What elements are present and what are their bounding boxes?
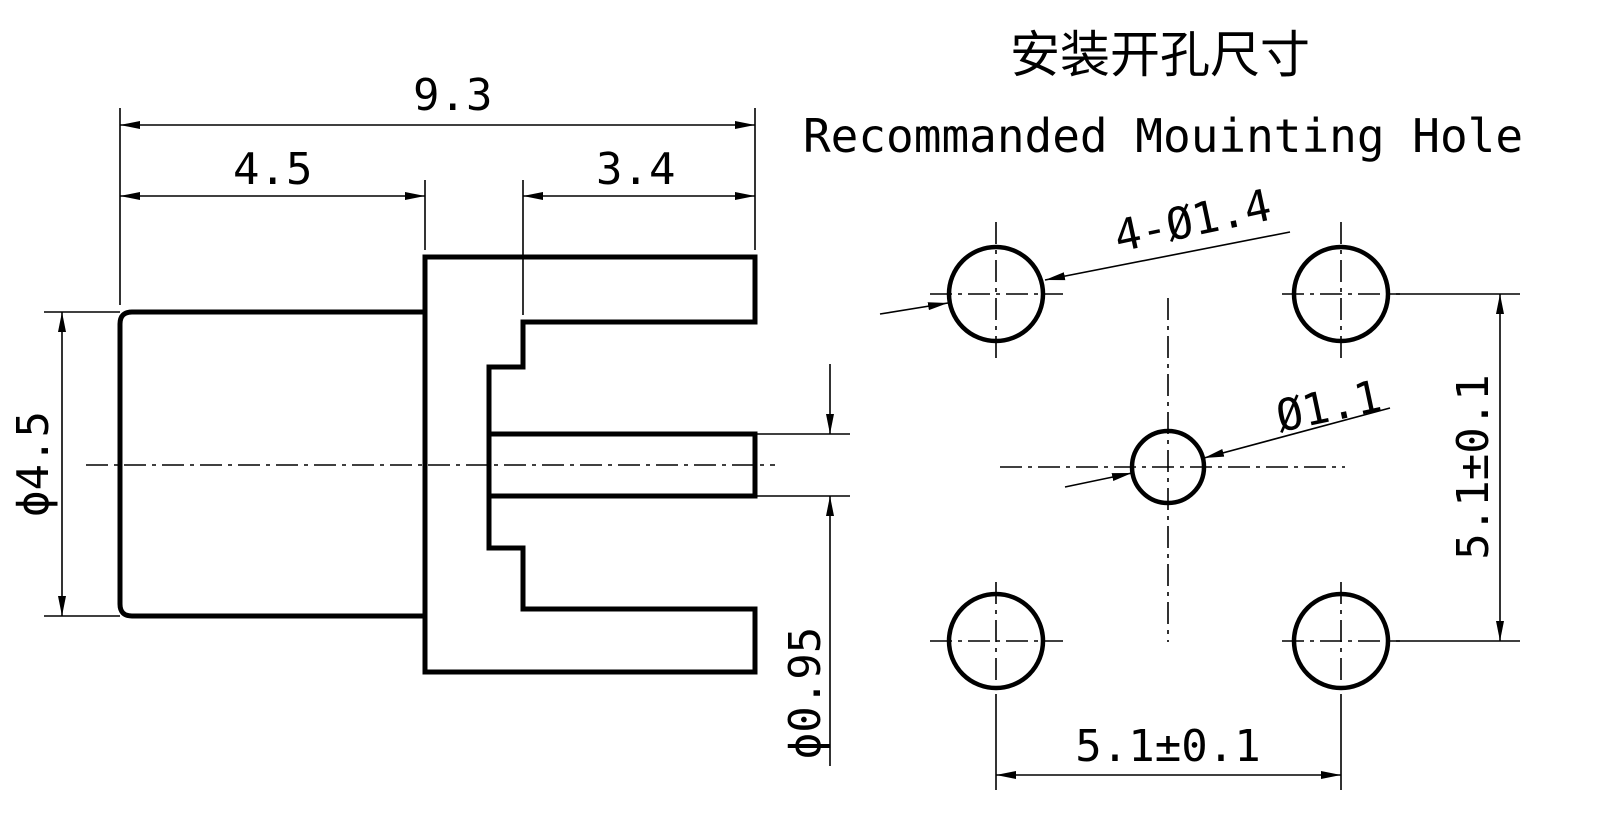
- connector-barrel: [117, 309, 425, 619]
- dim-vertical-spacing: 5.1±0.1: [1448, 374, 1499, 559]
- title-english: Recommanded Mouinting Hole: [803, 109, 1523, 163]
- connector-side-view: [86, 254, 775, 675]
- dim-horizontal-spacing: 5.1±0.1: [1075, 721, 1260, 772]
- corner-hole-top-left: [946, 244, 1046, 344]
- corner-hole-top-right: [1291, 244, 1391, 344]
- connector-housing: [422, 254, 758, 675]
- side-view-dimensions: 9.3 4.5 3.4 ϕ4.5 ϕ0.95: [8, 70, 850, 766]
- corner-hole-bottom-right: [1291, 591, 1391, 691]
- dim-pin-length: 3.4: [596, 144, 675, 195]
- hole-pattern: [930, 222, 1400, 694]
- center-pin: [486, 431, 758, 499]
- dim-center-hole: Ø1.1: [1272, 371, 1386, 443]
- dim-body-length: 4.5: [233, 144, 312, 195]
- dim-body-diameter: ϕ4.5: [8, 411, 59, 517]
- corner-hole-bottom-left: [946, 591, 1046, 691]
- title-chinese: 安装开孔尺寸: [1010, 26, 1310, 84]
- dim-pin-diameter: ϕ0.95: [780, 627, 831, 759]
- center-hole: [1129, 428, 1207, 506]
- dim-total-length: 9.3: [413, 70, 492, 121]
